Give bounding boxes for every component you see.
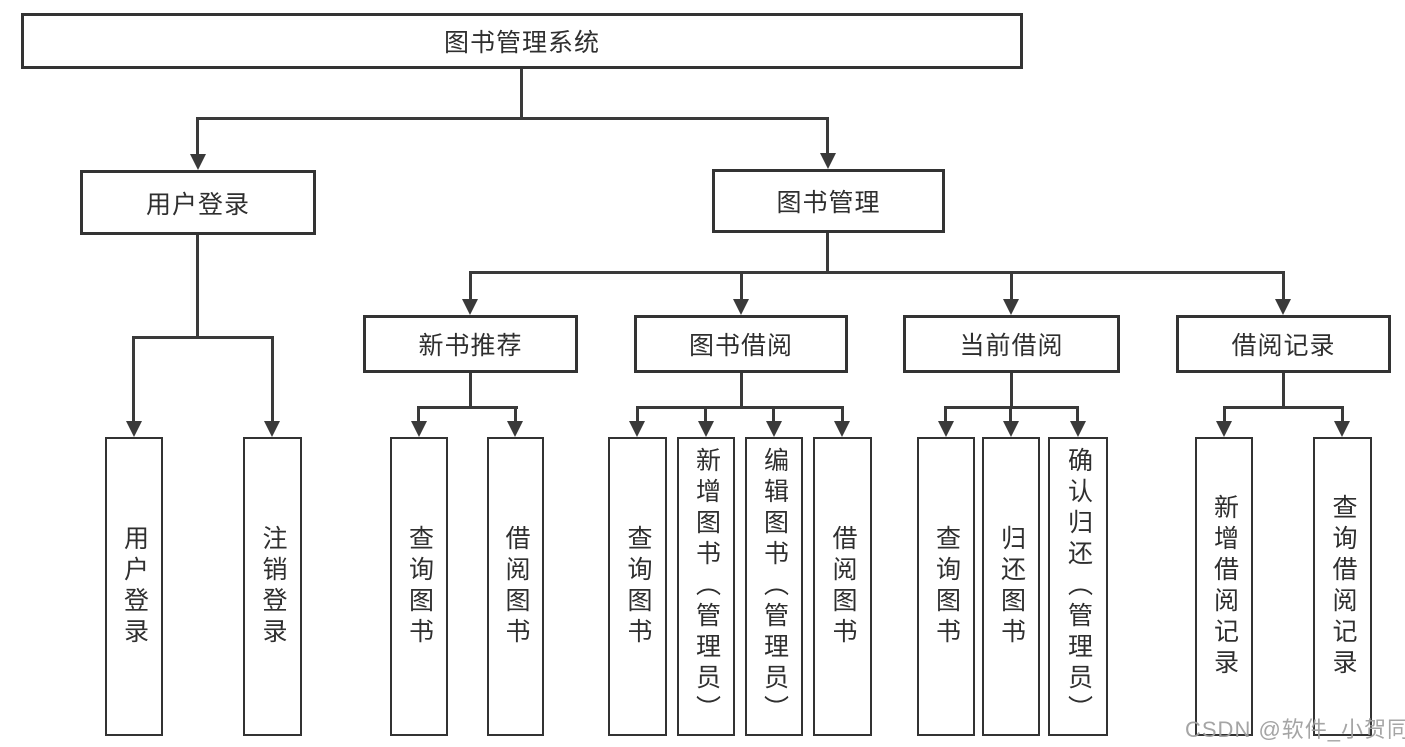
node-borrow-records: 借阅记录: [1176, 315, 1391, 373]
arrowhead: [1334, 421, 1350, 437]
connector: [704, 406, 707, 423]
leaf-query-books-1-label: 查询图书: [405, 524, 434, 649]
connector: [1010, 373, 1013, 409]
connector: [132, 336, 274, 339]
connector: [196, 235, 199, 336]
leaf-query-books-2: 查询图书: [608, 437, 667, 736]
leaf-borrow-books-1-label: 借阅图书: [502, 524, 530, 649]
leaf-add-book-admin: 新增图书（管理员）: [677, 437, 735, 736]
leaf-add-book-admin-label: 新增图书（管理员）: [692, 447, 721, 726]
leaf-borrow-books-2-label: 借阅图书: [829, 524, 857, 649]
leaf-logout: 注销登录: [243, 437, 302, 736]
connector: [636, 406, 639, 423]
arrowhead: [126, 421, 142, 437]
arrowhead: [629, 421, 645, 437]
arrowhead: [507, 421, 523, 437]
connector: [1010, 271, 1013, 301]
connector: [469, 373, 472, 409]
leaf-query-books-3-label: 查询图书: [932, 524, 961, 649]
leaf-edit-book-admin-label: 编辑图书（管理员）: [760, 447, 789, 726]
arrowhead: [1216, 421, 1232, 437]
connector: [740, 373, 743, 409]
connector: [740, 271, 743, 301]
connector: [1009, 406, 1012, 423]
node-library-system: 图书管理系统: [21, 13, 1023, 69]
leaf-query-borrow-record: 查询借阅记录: [1313, 437, 1372, 736]
arrowhead: [1275, 299, 1291, 315]
node-current-borrow: 当前借阅: [903, 315, 1120, 373]
arrowhead: [698, 421, 714, 437]
leaf-query-books-2-label: 查询图书: [624, 524, 652, 649]
csdn-watermark: CSDN @软件_小贺同学: [1185, 717, 1405, 742]
node-book-borrow: 图书借阅: [634, 315, 848, 373]
arrowhead: [938, 421, 954, 437]
connector: [772, 406, 775, 423]
leaf-confirm-return-admin: 确认归还（管理员）: [1048, 437, 1108, 736]
leaf-query-books-3: 查询图书: [917, 437, 975, 736]
connector: [826, 117, 829, 154]
connector: [1076, 406, 1079, 423]
connector: [841, 406, 844, 423]
connector: [271, 336, 274, 423]
arrowhead: [834, 421, 850, 437]
node-book-management: 图书管理: [712, 169, 945, 233]
connector: [469, 271, 1285, 274]
connector: [636, 406, 844, 409]
connector: [520, 69, 523, 117]
connector: [132, 336, 135, 423]
connector: [417, 406, 518, 409]
arrowhead: [264, 421, 280, 437]
connector: [1341, 406, 1344, 423]
leaf-edit-book-admin: 编辑图书（管理员）: [745, 437, 803, 736]
leaf-logout-label: 注销登录: [259, 524, 287, 649]
arrowhead: [766, 421, 782, 437]
arrowhead: [1070, 421, 1086, 437]
leaf-user-login-label: 用户登录: [120, 524, 149, 649]
connector: [944, 406, 947, 423]
leaf-return-book: 归还图书: [982, 437, 1040, 736]
arrowhead: [411, 421, 427, 437]
leaf-add-borrow-record-label: 新增借阅记录: [1210, 493, 1239, 680]
connector: [826, 233, 829, 271]
arrowhead: [1003, 421, 1019, 437]
arrowhead: [1003, 299, 1019, 315]
connector: [1282, 271, 1285, 301]
leaf-confirm-return-admin-label: 确认归还（管理员）: [1064, 447, 1093, 726]
arrowhead: [462, 299, 478, 315]
connector: [514, 406, 517, 423]
connector: [1223, 406, 1343, 409]
leaf-query-books-1: 查询图书: [390, 437, 448, 736]
connector: [469, 271, 472, 301]
node-new-book-recommend: 新书推荐: [363, 315, 578, 373]
arrowhead: [733, 299, 749, 315]
connector: [197, 117, 829, 120]
leaf-query-borrow-record-label: 查询借阅记录: [1329, 493, 1357, 680]
leaf-user-login: 用户登录: [105, 437, 163, 736]
arrowhead: [820, 153, 836, 169]
connector: [1282, 373, 1285, 409]
connector: [417, 406, 420, 423]
connector: [196, 117, 199, 154]
leaf-return-book-label: 归还图书: [997, 524, 1026, 649]
connector: [1223, 406, 1226, 423]
leaf-borrow-books-2: 借阅图书: [813, 437, 872, 736]
node-user-login: 用户登录: [80, 170, 316, 235]
leaf-borrow-books-1: 借阅图书: [487, 437, 544, 736]
arrowhead: [190, 154, 206, 170]
leaf-add-borrow-record: 新增借阅记录: [1195, 437, 1253, 736]
